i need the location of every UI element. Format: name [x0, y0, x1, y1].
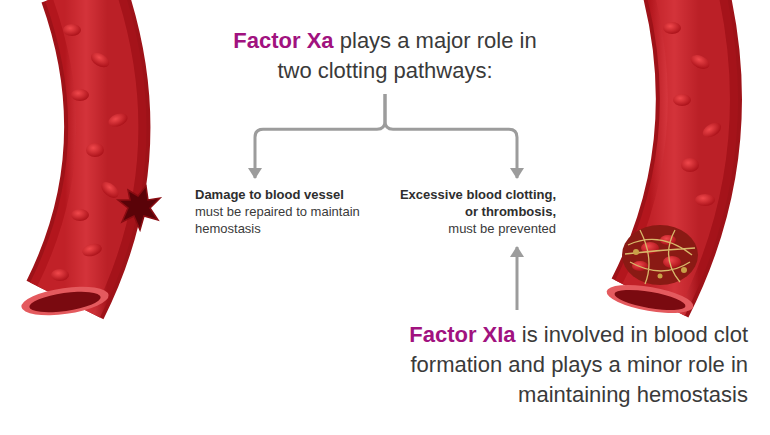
- pathway-note: Damage to blood vesselmust be repaired t…: [193, 184, 373, 239]
- connector: [385, 94, 524, 179]
- connector-line: [385, 94, 517, 178]
- left-vessel: [20, 0, 160, 320]
- right-vessel: [605, 0, 724, 318]
- body-text: must be prevented: [390, 220, 556, 237]
- heading-text: Excessive blood clotting, or thrombosis,: [390, 186, 556, 220]
- connector-line: [255, 94, 385, 178]
- pathway-note: Excessive blood clotting, or thrombosis,…: [388, 184, 558, 239]
- factor-note: Factor XIais involved in blood clot form…: [358, 318, 750, 412]
- blood-clot: [622, 225, 698, 285]
- heading-text: Damage to blood vessel: [195, 186, 371, 203]
- arrow-head: [510, 168, 524, 179]
- connector: [248, 94, 385, 179]
- vessel-tear: [118, 186, 160, 230]
- arrow-head: [510, 246, 524, 257]
- connector: [510, 246, 524, 310]
- title-node: Factor Xaplays a major role in two clott…: [215, 24, 555, 88]
- body-text: must be repaired to maintain hemostasis: [195, 203, 371, 237]
- heading-text: Factor Xa: [233, 28, 333, 53]
- arrow-head: [248, 168, 262, 179]
- heading-text: Factor XIa: [409, 322, 515, 347]
